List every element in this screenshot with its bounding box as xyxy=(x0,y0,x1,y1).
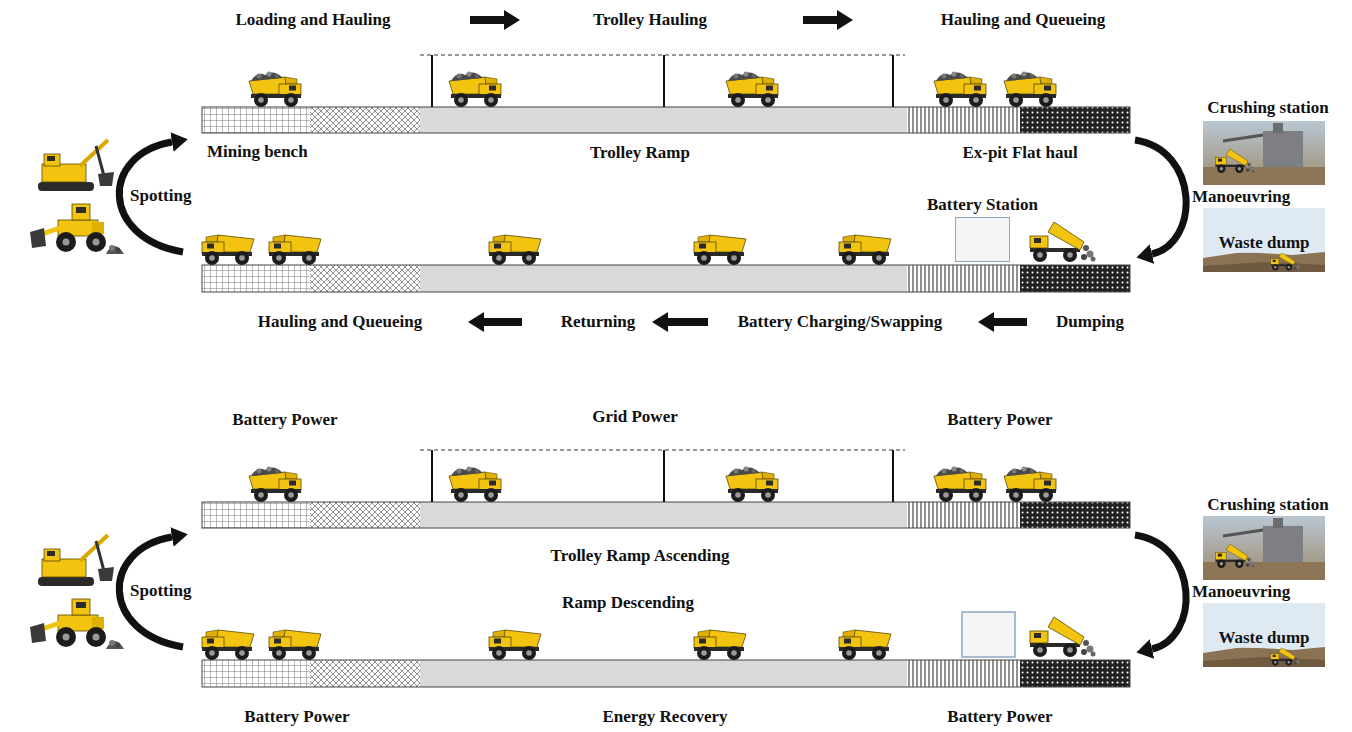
stage-name: Trolley Hauling xyxy=(593,10,707,30)
diagram-label: Grid Power xyxy=(592,407,677,427)
diagram-label: Mining bench xyxy=(207,142,308,162)
flow-arrow xyxy=(484,318,522,326)
diagram-label: Spotting xyxy=(130,581,191,601)
stage-name: Returning xyxy=(561,312,636,332)
diagram-label: Battery Power xyxy=(244,707,349,727)
stage-name: Hauling and Queueing xyxy=(941,10,1105,30)
flow-arrow xyxy=(994,318,1027,326)
stage-label: Dumping xyxy=(1027,310,1150,334)
stage-name: Hauling and Queueing xyxy=(258,312,422,332)
diagram-label: Crushing station xyxy=(1207,495,1328,515)
diagram-label: Battery Power xyxy=(947,410,1052,430)
stage-label: Hauling and Queueing xyxy=(853,8,1130,32)
diagram-label: Manoeuvring xyxy=(1192,187,1290,207)
haul-cycle-illustration xyxy=(30,450,1325,687)
stage-name: Battery Charging/Swapping xyxy=(738,312,943,332)
diagram-label: Battery Power xyxy=(232,410,337,430)
diagram-label: Waste dump xyxy=(1216,233,1311,253)
flow-arrow xyxy=(668,318,708,326)
flow-arrow xyxy=(803,16,837,24)
battery-station-box xyxy=(962,612,1015,657)
diagram-label: Waste dump xyxy=(1216,628,1311,648)
stage-name: Dumping xyxy=(1056,312,1124,332)
diagram-label: Battery Power xyxy=(947,707,1052,727)
stage-label: Loading and Hauling xyxy=(200,8,470,32)
diagram-label: Spotting xyxy=(130,186,191,206)
diagram-label: Ex-pit Flat haul xyxy=(962,143,1077,163)
flow-arrow xyxy=(470,16,504,24)
haul-cycle-illustration xyxy=(30,55,1325,292)
stage-label: Returning xyxy=(522,310,652,334)
diagram-label: Ramp Descending xyxy=(562,593,694,613)
stage-name: Loading and Hauling xyxy=(236,10,391,30)
stage-label: Trolley Hauling xyxy=(520,8,803,32)
stage-label: Hauling and Queueing xyxy=(210,310,468,334)
diagram-label: Trolley Ramp Ascending xyxy=(551,546,730,566)
diagram-label: Manoeuvring xyxy=(1192,582,1290,602)
diagram-label: Energy Recovery xyxy=(602,707,727,727)
diagram-label: Crushing station xyxy=(1207,98,1328,118)
stage-name: Battery Station xyxy=(927,195,1038,215)
battery-station-box: Battery Station xyxy=(955,217,1010,262)
diagram-label: Trolley Ramp xyxy=(590,143,690,163)
stage-label: Battery Charging/Swapping xyxy=(708,310,978,334)
